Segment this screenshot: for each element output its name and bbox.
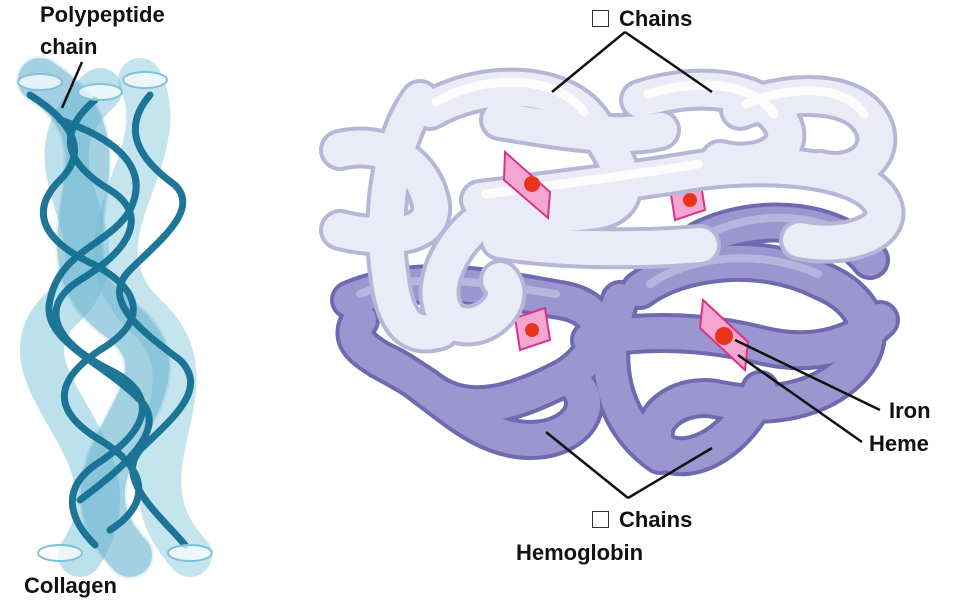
polypeptide-label-line1: Polypeptide — [40, 2, 165, 28]
beta-pointer-left — [546, 432, 628, 498]
iron-atom — [715, 327, 733, 345]
heme-label: Heme — [869, 431, 929, 457]
hemoglobin-label: Hemoglobin — [516, 540, 643, 566]
alpha-pointer-left — [552, 32, 625, 92]
beta-chains-label: Chains — [592, 507, 692, 533]
iron-label: Iron — [889, 398, 931, 424]
collagen-triple-helix — [18, 62, 212, 561]
collagen-label: Collagen — [24, 573, 117, 599]
alpha-chains-label: Chains — [592, 6, 692, 32]
missing-glyph-box — [592, 511, 609, 528]
beta-chains-text: Chains — [619, 507, 692, 532]
hemoglobin-molecule — [340, 32, 885, 498]
alpha-chains-text: Chains — [619, 6, 692, 31]
polypeptide-label-line2: chain — [40, 34, 97, 60]
missing-glyph-box — [592, 10, 609, 27]
